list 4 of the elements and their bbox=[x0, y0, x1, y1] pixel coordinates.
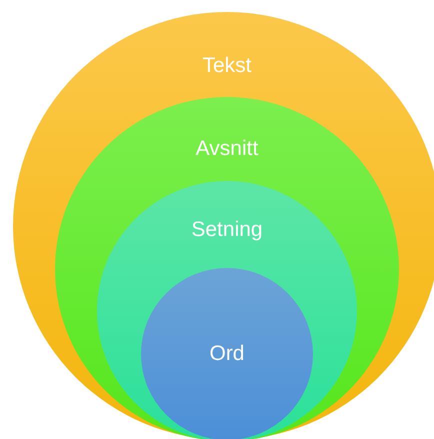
circle-label: Avsnitt bbox=[196, 137, 258, 161]
circle-label: Tekst bbox=[202, 54, 252, 78]
circle-label: Setning bbox=[191, 218, 263, 242]
circle-label: Ord bbox=[209, 342, 244, 366]
